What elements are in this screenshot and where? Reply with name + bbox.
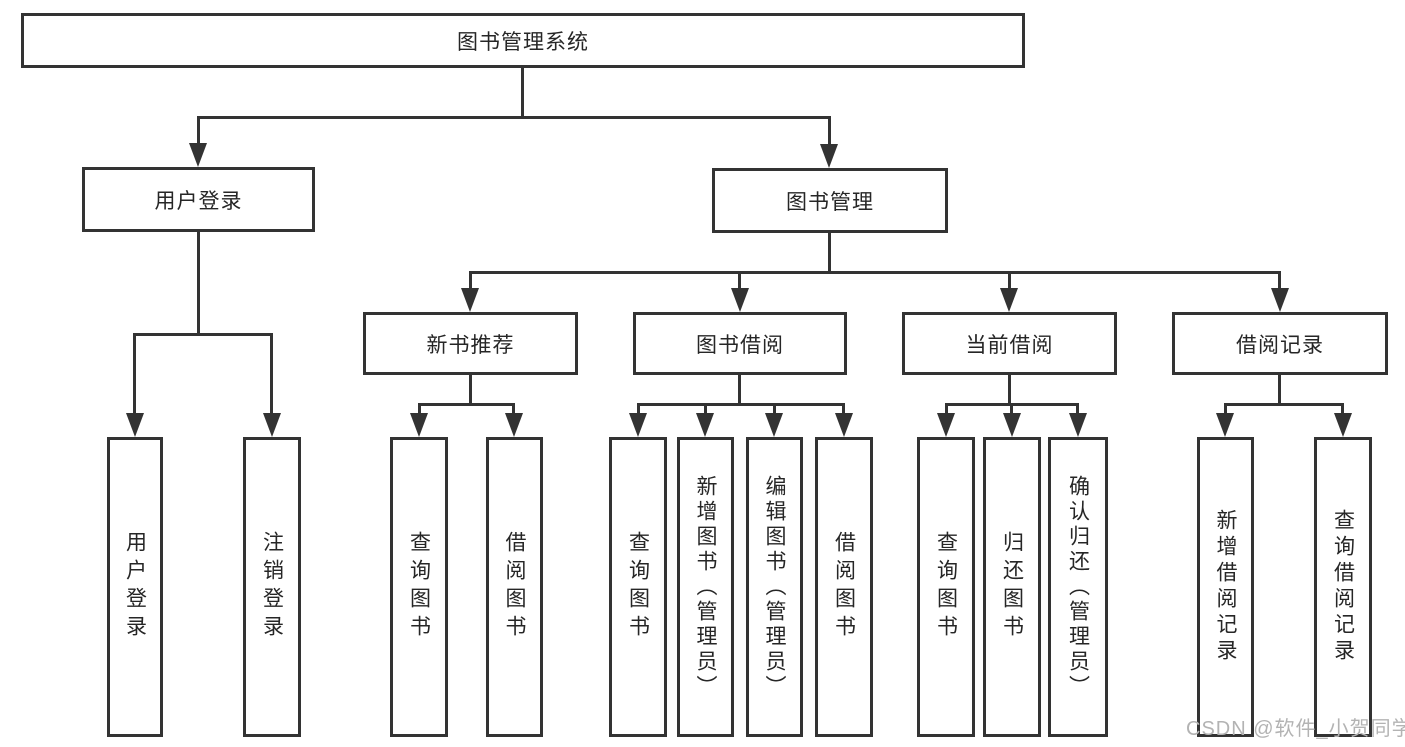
node-borrow-record-label: 借阅记录	[1236, 333, 1324, 357]
connector-stem-query-book-b	[637, 403, 640, 415]
connector-user-login-trunk	[197, 232, 200, 335]
connector-stem-return-book	[1010, 403, 1013, 415]
arrowhead-confirm-return	[1069, 413, 1087, 437]
connector-stem-book-borrow	[738, 271, 741, 289]
node-new-book-rec-label: 新书推荐	[426, 333, 515, 357]
leaf-query-record-label: 查询借阅记录	[1331, 509, 1355, 665]
leaf-borrow-book-a: 借阅图书	[486, 437, 543, 737]
connector-stem-add-book	[704, 403, 707, 415]
arrowhead-borrow-book-b	[835, 413, 853, 437]
leaf-confirm-return: 确认归还（管理员）	[1048, 437, 1108, 737]
node-current-borrow-label: 当前借阅	[965, 333, 1054, 357]
leaf-logout: 注销登录	[243, 437, 301, 737]
leaf-return-book-label: 归还图书	[1000, 531, 1024, 643]
arrowhead-query-book-a	[410, 413, 428, 437]
leaf-user-login-label: 用户登录	[123, 531, 147, 643]
arrowhead-add-record	[1216, 413, 1234, 437]
connector-root-hbar	[197, 116, 831, 119]
leaf-query-book-b-label: 查询图书	[626, 531, 650, 643]
connector-borrow-record-hbar	[1224, 403, 1344, 406]
connector-new-book-rec-hbar	[418, 403, 515, 406]
node-user-login: 用户登录	[82, 167, 315, 232]
connector-stem-user-login	[197, 116, 200, 145]
leaf-add-book-label: 新增图书（管理员）	[694, 474, 717, 700]
connector-stem-borrow-record	[1278, 271, 1281, 289]
connector-user-login-hbar	[133, 333, 273, 336]
node-root: 图书管理系统	[21, 13, 1025, 68]
connector-stem-book-mgmt	[828, 116, 831, 146]
connector-book-borrow-trunk	[738, 375, 741, 405]
arrowhead-book-mgmt	[820, 144, 838, 168]
connector-stem-borrow-book-b	[842, 403, 845, 415]
node-book-mgmt-label: 图书管理	[786, 190, 874, 214]
leaf-query-book-b: 查询图书	[609, 437, 667, 737]
leaf-logout-label: 注销登录	[260, 531, 284, 643]
csdn-watermark: CSDN @软件_小贺同学	[1186, 718, 1405, 740]
leaf-borrow-book-b-label: 借阅图书	[832, 531, 856, 643]
connector-stem-confirm-return	[1076, 403, 1079, 415]
arrowhead-query-book-b	[629, 413, 647, 437]
connector-new-book-rec-trunk	[469, 375, 472, 405]
connector-stem-add-record	[1224, 403, 1227, 415]
leaf-edit-book-label: 编辑图书（管理员）	[763, 474, 786, 700]
arrowhead-user-login	[189, 143, 207, 167]
leaf-user-login: 用户登录	[107, 437, 163, 737]
leaf-borrow-book-b: 借阅图书	[815, 437, 873, 737]
node-user-login-label: 用户登录	[154, 189, 243, 213]
connector-root-trunk	[521, 68, 524, 119]
connector-book-mgmt-hbar	[469, 271, 1281, 274]
connector-stem-query-record	[1341, 403, 1344, 415]
connector-stem-new-book-rec	[469, 271, 472, 289]
arrowhead-add-book	[696, 413, 714, 437]
connector-stem-current-borrow	[1008, 271, 1011, 289]
connector-stem-edit-book	[773, 403, 776, 415]
arrowhead-book-borrow	[731, 288, 749, 312]
leaf-borrow-book-a-label: 借阅图书	[503, 531, 526, 643]
connector-stem-leaf-logout	[270, 333, 273, 415]
leaf-query-book-a-label: 查询图书	[407, 531, 431, 643]
connector-book-borrow-hbar	[637, 403, 845, 406]
arrowhead-borrow-book-a	[505, 413, 523, 437]
arrowhead-query-book-c	[937, 413, 955, 437]
arrowhead-new-book-rec	[461, 288, 479, 312]
arrowhead-current-borrow	[1000, 288, 1018, 312]
connector-stem-query-book-c	[945, 403, 948, 415]
leaf-edit-book: 编辑图书（管理员）	[746, 437, 803, 737]
node-book-borrow: 图书借阅	[633, 312, 847, 375]
connector-stem-leaf-user-login	[133, 333, 136, 415]
arrowhead-leaf-logout	[263, 413, 281, 437]
leaf-add-record-label: 新增借阅记录	[1214, 509, 1237, 665]
leaf-query-book-a: 查询图书	[390, 437, 448, 737]
arrowhead-query-record	[1334, 413, 1352, 437]
node-current-borrow: 当前借阅	[902, 312, 1117, 375]
node-book-mgmt: 图书管理	[712, 168, 948, 233]
connector-stem-borrow-book-a	[512, 403, 515, 415]
node-book-borrow-label: 图书借阅	[696, 333, 784, 357]
arrowhead-borrow-record	[1271, 288, 1289, 312]
connector-book-mgmt-trunk	[828, 233, 831, 273]
leaf-query-book-c: 查询图书	[917, 437, 975, 737]
node-root-label: 图书管理系统	[457, 30, 589, 54]
connector-current-borrow-trunk	[1008, 375, 1011, 405]
leaf-query-record: 查询借阅记录	[1314, 437, 1372, 737]
arrowhead-leaf-user-login	[126, 413, 144, 437]
leaf-query-book-c-label: 查询图书	[934, 531, 958, 643]
node-borrow-record: 借阅记录	[1172, 312, 1388, 375]
leaf-add-book: 新增图书（管理员）	[677, 437, 734, 737]
leaf-confirm-return-label: 确认归还（管理员）	[1066, 474, 1090, 700]
connector-stem-query-book-a	[418, 403, 421, 415]
leaf-return-book: 归还图书	[983, 437, 1041, 737]
connector-borrow-record-trunk	[1278, 375, 1281, 405]
leaf-add-record: 新增借阅记录	[1197, 437, 1254, 737]
arrowhead-return-book	[1003, 413, 1021, 437]
arrowhead-edit-book	[765, 413, 783, 437]
node-new-book-rec: 新书推荐	[363, 312, 578, 375]
